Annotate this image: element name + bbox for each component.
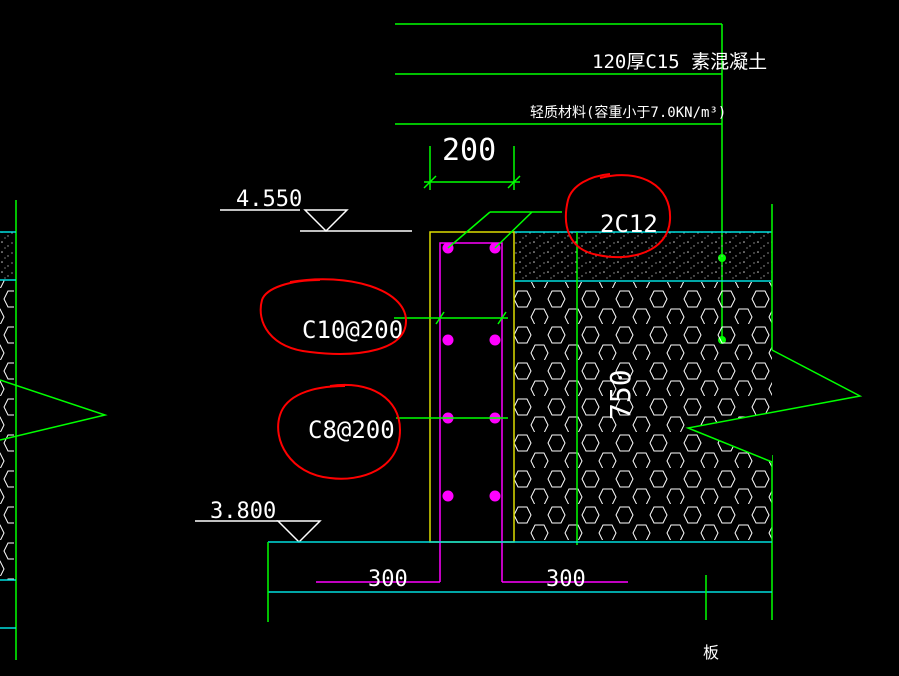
wall-vertical-rebar [439,242,503,582]
level-bottom-marker [195,520,322,544]
rebar-dot [442,334,454,346]
height-label: 750 [604,369,637,420]
level-bottom-label: 3.800 [210,499,276,524]
rebar-dot [489,334,501,346]
footing [267,541,772,622]
left-break-symbol [0,379,108,441]
slab-note: 120厚C15 素混凝土 [592,51,767,73]
markup-circle [259,278,408,355]
vertical-rebar-label: C8@200 [308,416,395,444]
level-top-marker [220,209,412,233]
footing-right-label: 300 [546,567,586,592]
top-bars-label: 2C12 [600,210,658,238]
lightweight-fill [514,282,772,542]
fill-note: 轻质材料(容重小于7.0KN/m³) [530,104,726,121]
markup-circle [277,383,402,480]
slab-speckle-fill [514,232,772,280]
rebar-dot [489,490,501,502]
rebar-dot [442,490,454,502]
wall-width-label: 200 [442,133,496,168]
footing-left-label: 300 [368,567,408,592]
left-hex-fill [0,280,14,580]
right-break-symbol [685,349,863,463]
left-partial-section [0,200,108,660]
wall-width-dimension [423,146,521,190]
wall-outline [429,231,515,543]
slab-label: 板 [703,643,719,662]
markup-circle [564,173,672,259]
level-top-label: 4.550 [236,187,302,212]
markup-annotations [259,173,672,480]
rebar-leaders [394,211,562,419]
horizontal-rebar-label: C10@200 [302,316,403,344]
left-speckle-fill [0,232,14,280]
